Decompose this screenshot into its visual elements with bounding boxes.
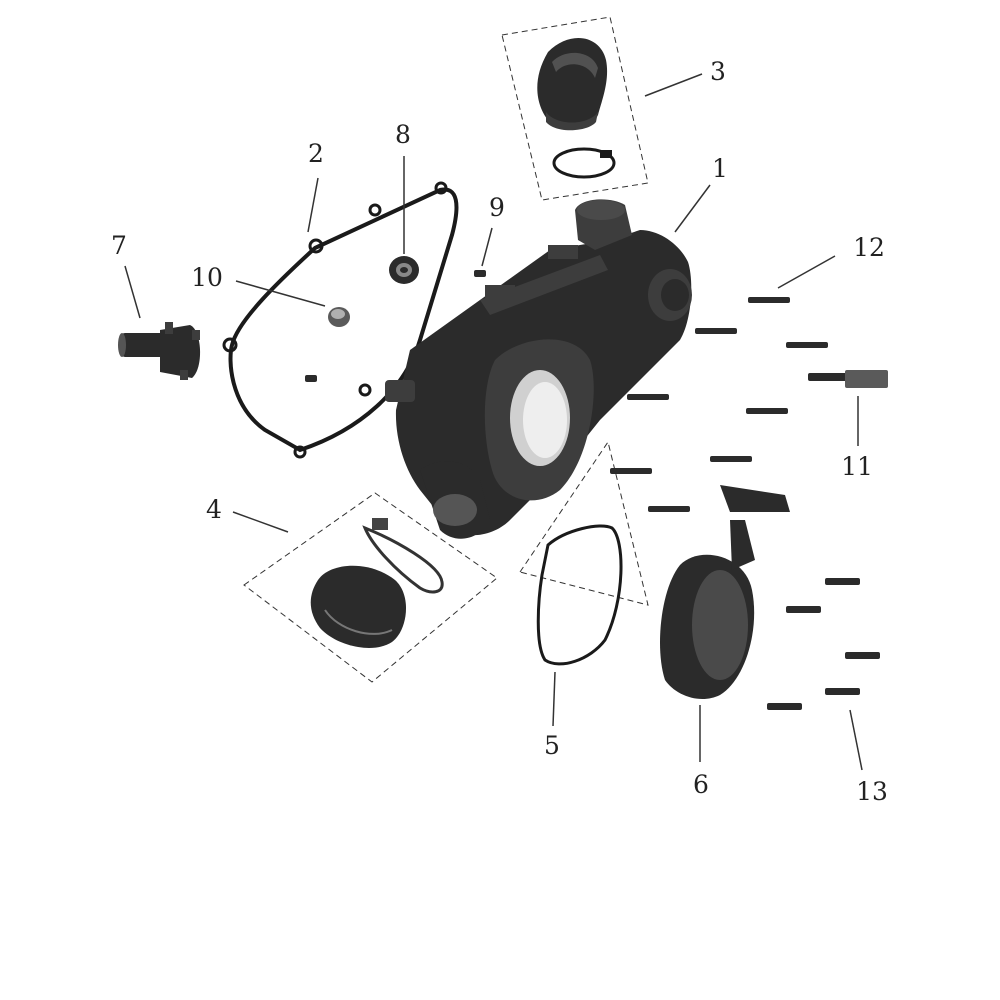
callout-10: 10 [191,263,223,292]
leader-12 [777,255,836,289]
starter-gasket [536,524,623,666]
callout-13: 13 [856,777,888,806]
leader-1 [674,184,711,233]
callout-9: 9 [489,193,505,222]
group-box-5 [519,440,649,606]
callout-2: 2 [308,139,324,168]
air-filter [310,565,407,648]
leader-7 [124,265,141,319]
dowel-pin-upper [474,270,486,277]
leader-13 [849,709,863,771]
bearing [389,256,419,284]
callout-1: 1 [712,154,728,183]
callout-4: 4 [206,495,222,524]
dowel-pin-lower [305,375,317,382]
leader-9 [481,227,493,267]
leader-5 [552,671,556,727]
bolt-group-12 [610,297,828,512]
leader-10 [235,280,326,307]
recoil-starter [660,485,790,700]
group-box-3 [501,16,649,201]
callout-7: 7 [111,231,127,260]
callout-6: 6 [693,770,709,799]
callout-12: 12 [853,233,885,262]
callout-8: 8 [395,120,411,149]
bolt-group-13 [767,578,880,710]
intake-boot [537,38,608,131]
group-box-4 [243,492,498,683]
callout-11: 11 [841,452,873,481]
leader-4 [232,511,289,533]
stud-bolt [808,370,888,388]
leader-3 [644,73,703,97]
transmission-cover-housing [385,199,692,539]
gasket [222,181,459,459]
callout-3: 3 [710,57,726,86]
bushing [328,307,350,327]
drive-shaft [118,322,201,380]
filter-strap [362,518,444,594]
hose-clamp [552,147,616,179]
callout-5: 5 [544,731,560,760]
leader-2 [307,177,319,233]
